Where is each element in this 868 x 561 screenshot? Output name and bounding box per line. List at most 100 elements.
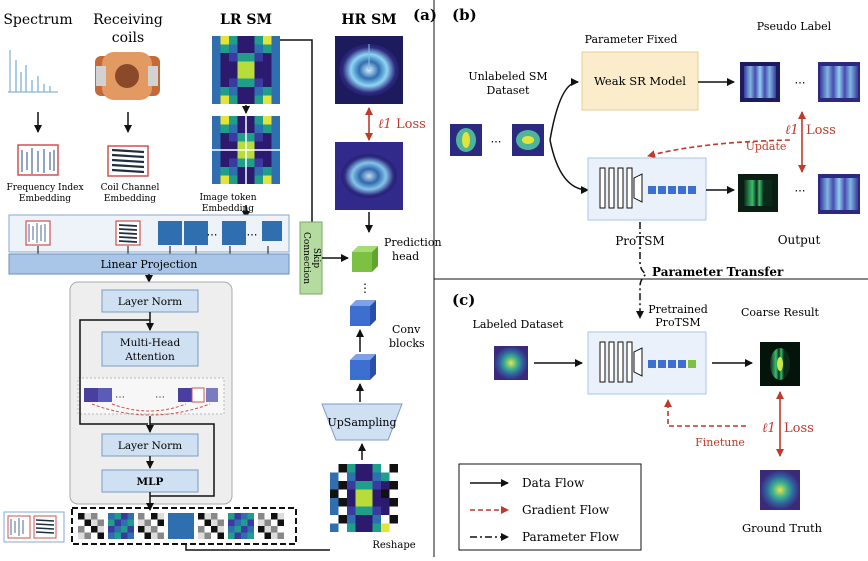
- pretrained-layers: [599, 341, 696, 383]
- protsm-model: [587, 157, 707, 221]
- prediction-label-1: Prediction: [384, 236, 442, 249]
- param-fixed-label: Parameter Fixed: [585, 33, 678, 46]
- coils-image: [95, 52, 160, 100]
- protsm-layers: [599, 167, 696, 209]
- weak-sr-label: Weak SR Model: [594, 74, 686, 88]
- prediction-label-2: head: [392, 250, 419, 263]
- spectrum-plot: [8, 50, 58, 93]
- pseudo-label-2: [818, 62, 860, 102]
- coil-embed-image: [107, 145, 149, 177]
- a-loss-symbol: ℓ1: [378, 117, 392, 132]
- reshape-grid: [330, 464, 398, 532]
- output-token-strip: [3, 507, 297, 545]
- skip-label-1: Skip: [311, 248, 321, 268]
- output-1: [738, 174, 778, 212]
- pseudo-label-1: [740, 62, 780, 102]
- panel-a: (a) Spectrum Receiving coils: [3, 6, 441, 551]
- pretrained-protsm: [587, 331, 707, 395]
- coarse-result-label: Coarse Result: [741, 306, 820, 319]
- output-patches: [78, 513, 284, 539]
- conv-cube-2: [350, 354, 376, 380]
- pretrained-label-2: ProTSM: [655, 316, 700, 329]
- b-unlabeled-dots: ⋯: [491, 135, 502, 148]
- unlabeled-label-2: Dataset: [487, 84, 531, 97]
- legend-parameter-flow: Parameter Flow: [522, 530, 620, 544]
- unlabeled-label-1: Unlabeled SM: [468, 70, 547, 83]
- labeled-sample: [494, 346, 528, 380]
- to-reshape-line: [185, 544, 330, 551]
- token-dots: ⋯: [207, 228, 218, 241]
- conv-label-2: blocks: [389, 337, 425, 350]
- image-token-label-2: Embedding: [202, 204, 254, 214]
- freq-embed-image: [17, 144, 59, 176]
- attention-dots-2: ⋯: [155, 392, 165, 403]
- conv-cube-1: [350, 300, 376, 326]
- lr-sm-title: LR SM: [220, 12, 272, 28]
- parameter-transfer-arrow: [636, 222, 648, 319]
- prediction-head-cube: [352, 246, 378, 272]
- attention-viz: [77, 377, 225, 416]
- mha-block: [101, 331, 199, 367]
- c-loss-symbol: ℓ1: [762, 421, 776, 436]
- token-dots-2: ⋯: [247, 228, 258, 241]
- coils-title-2: coils: [112, 30, 144, 46]
- upsampling-label: UpSampling: [327, 416, 396, 429]
- residual-2: [150, 423, 215, 497]
- ground-truth-image: [760, 470, 800, 510]
- panel-b-label: (b): [452, 6, 477, 24]
- a-loss-label: Loss: [396, 117, 426, 132]
- update-arrow: [647, 139, 791, 159]
- layer-norm-2-label: Layer Norm: [118, 440, 182, 452]
- token-coil: [115, 220, 141, 246]
- b-loss-symbol: ℓ1: [785, 123, 799, 138]
- update-label: Update: [746, 140, 787, 153]
- c-loss-label: Loss: [784, 421, 814, 436]
- mha-label-1: Multi-Head: [120, 337, 181, 349]
- b-loss-label: Loss: [806, 123, 836, 138]
- coil-embed-label-2: Embedding: [104, 194, 156, 204]
- coil-embed-label-1: Coil Channel: [101, 183, 160, 193]
- reshape-label: Reshape: [372, 540, 415, 551]
- output-label: Output: [778, 233, 821, 247]
- token-freq: [25, 220, 51, 246]
- token-patches: [158, 221, 282, 245]
- legend-data-flow: Data Flow: [522, 476, 585, 490]
- unlabeled-sample-1: [450, 124, 482, 156]
- mha-label-2: Attention: [124, 351, 175, 363]
- residual-1: [79, 319, 150, 425]
- attention-dots: ⋯: [115, 392, 125, 403]
- parameter-transfer-label: Parameter Transfer: [652, 265, 784, 279]
- finetune-label: Finetune: [695, 436, 745, 449]
- mlp-label: MLP: [137, 476, 164, 488]
- to-weak-model-arrow: [549, 78, 579, 141]
- freq-embed-label-1: Frequency Index: [6, 183, 83, 193]
- panel-b: (b) Parameter Fixed Pseudo Label Unlabel…: [450, 6, 860, 248]
- pseudo-label-title: Pseudo Label: [757, 20, 832, 33]
- skip-label-2: Connection: [301, 232, 311, 284]
- ground-truth-label: Ground Truth: [742, 521, 823, 535]
- spectrum-title: Spectrum: [3, 12, 72, 28]
- panel-c: (c) Labeled Dataset Pretrained ProTSM Co…: [452, 291, 823, 551]
- hr-sm-title: HR SM: [341, 12, 396, 28]
- lr-sm-patches: [212, 116, 280, 184]
- legend-gradient-flow: Gradient Flow: [522, 503, 610, 517]
- finetune-arrow: [664, 399, 746, 427]
- panel-a-label: (a): [413, 6, 437, 24]
- output-dots: ⋯: [795, 184, 806, 197]
- coils-title-1: Receiving: [93, 12, 163, 28]
- panel-c-label: (c): [452, 291, 475, 309]
- pseudo-dots: ⋯: [795, 76, 806, 89]
- skip-line: [280, 39, 313, 252]
- linear-projection-label: Linear Projection: [101, 258, 198, 271]
- conv-label-1: Conv: [392, 323, 421, 336]
- output-2: [818, 174, 860, 214]
- unlabeled-sample-2: [512, 124, 544, 156]
- image-token-label-1: Image token: [199, 193, 256, 203]
- labeled-dataset-label: Labeled Dataset: [473, 318, 564, 331]
- to-protsm-arrow: [549, 139, 589, 194]
- layer-norm-1-label: Layer Norm: [118, 296, 182, 308]
- weak-sr-model: [581, 51, 699, 111]
- pretrained-label-1: Pretrained: [648, 303, 708, 316]
